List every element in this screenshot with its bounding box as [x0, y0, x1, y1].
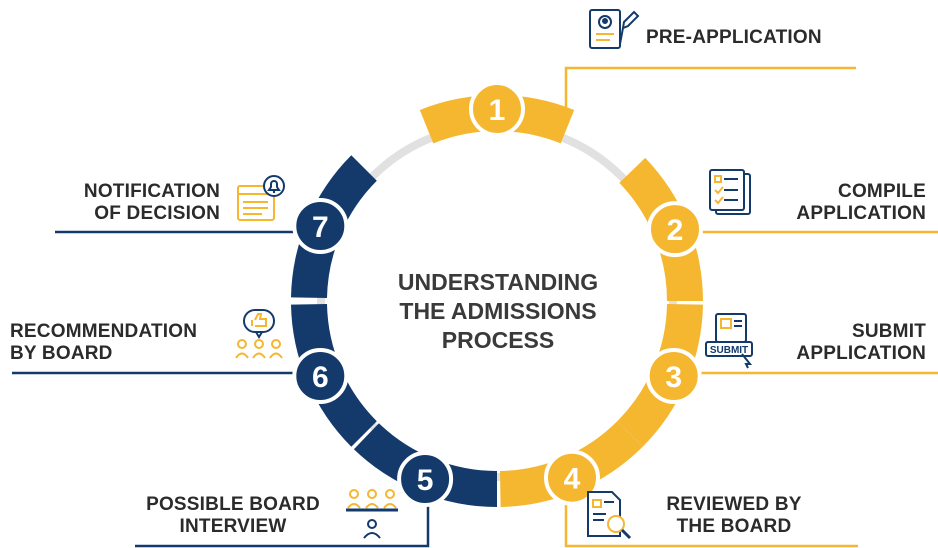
connector-step-4 — [564, 488, 858, 548]
document-magnifier-icon — [587, 491, 632, 540]
notification-bell-icon — [237, 175, 285, 221]
badge-step-5 — [397, 451, 454, 507]
step-6-label-line-1: RECOMMENDATION — [10, 321, 198, 342]
step-4-label-line-1: REVIEWED BY — [666, 494, 802, 515]
badge-number-step-6: 6 — [312, 361, 329, 394]
step-5-label: POSSIBLE BOARD INTERVIEW — [130, 494, 336, 538]
step-1-label: PRE-APPLICATION — [646, 27, 822, 49]
step-3-label: SUBMIT APPLICATION — [772, 321, 926, 365]
checklist-document-icon — [709, 169, 751, 215]
badge-number-step-3: 3 — [665, 361, 682, 394]
step-6-label-line-2: BY BOARD — [10, 343, 113, 364]
submit-icon-text: SUBMIT — [710, 345, 748, 356]
title-line-2: THE ADMISSIONS — [399, 298, 597, 324]
step-6-label: RECOMMENDATION BY BOARD — [10, 321, 197, 365]
step-7-label-line-2: OF DECISION — [94, 203, 220, 224]
connector-step-5 — [135, 488, 430, 548]
step-3-label-line-2: APPLICATION — [796, 343, 926, 364]
badge-number-step-1: 1 — [489, 94, 506, 127]
badge-step-3 — [645, 348, 702, 404]
interview-panel-icon — [346, 489, 398, 539]
badge-number-step-5: 5 — [417, 464, 434, 497]
badge-number-step-2: 2 — [667, 214, 684, 247]
step-2-label: COMPILE APPLICATION — [772, 181, 926, 225]
step-7-label-line-1: NOTIFICATION — [83, 181, 220, 202]
connector-lines — [12, 66, 938, 548]
step-4-label-line-2: THE BOARD — [676, 516, 792, 537]
badge-step-1 — [469, 81, 525, 137]
title-line-3: PROCESS — [441, 327, 555, 353]
step-7-label: NOTIFICATION OF DECISION — [60, 181, 220, 225]
step-1-label-line-1: PRE-APPLICATION — [646, 27, 822, 48]
submit-form-icon: SUBMIT — [705, 313, 753, 369]
connector-step-1 — [564, 66, 856, 115]
badge-step-4 — [544, 449, 600, 506]
badge-group: 1 2 3 4 5 6 7 — [292, 81, 703, 507]
board-thumbs-up-icon — [235, 309, 283, 359]
badge-step-7 — [292, 198, 349, 254]
diagram-title: UNDERSTANDING THE ADMISSIONS PROCESS — [360, 268, 636, 355]
step-5-label-line-2: INTERVIEW — [179, 516, 287, 537]
badge-step-2 — [647, 201, 703, 258]
step-3-label-line-1: SUBMIT — [851, 321, 926, 342]
badge-step-6 — [292, 348, 349, 404]
badge-number-step-4: 4 — [564, 463, 581, 496]
title-line-1: UNDERSTANDING — [397, 269, 599, 295]
step-5-label-line-1: POSSIBLE BOARD — [146, 494, 320, 515]
application-form-icon — [589, 9, 640, 49]
step-2-label-line-1: COMPILE — [838, 181, 926, 202]
step-2-label-line-2: APPLICATION — [796, 203, 926, 224]
step-4-label: REVIEWED BY THE BOARD — [646, 494, 822, 538]
badge-number-step-7: 7 — [312, 211, 329, 244]
